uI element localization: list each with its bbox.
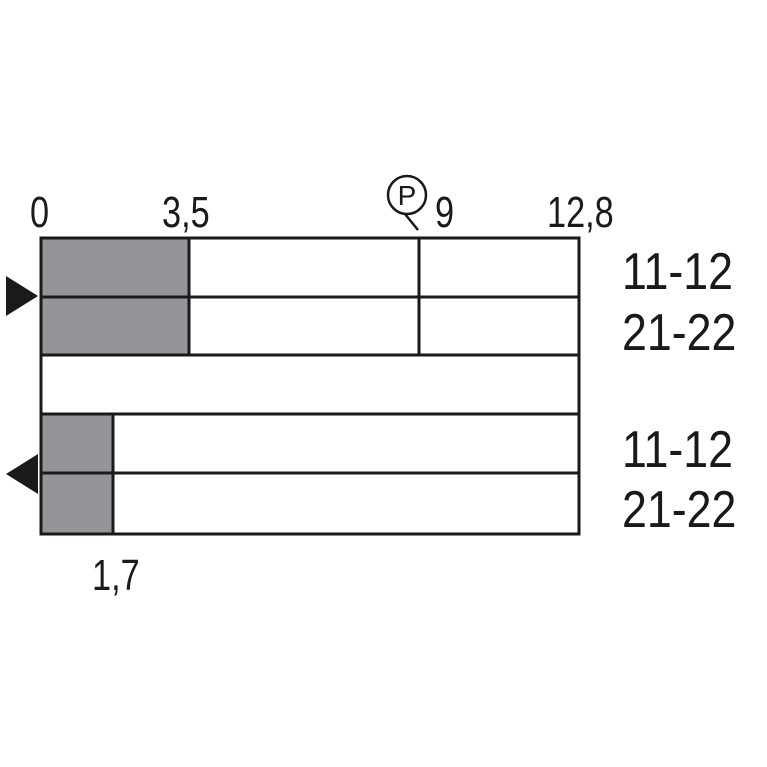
scale-label-3-5: 3,5 xyxy=(162,188,210,237)
blank-band xyxy=(39,353,581,416)
reverse-fill-row-1 xyxy=(39,412,115,475)
forward-fill-row-2 xyxy=(39,295,191,357)
p-marker-label: P xyxy=(398,180,417,211)
contact-label-forward-2: 21-22 xyxy=(622,304,736,362)
reverse-row-1 xyxy=(39,412,581,475)
scale-label-12-8: 12,8 xyxy=(547,188,614,237)
scale-label-9: 9 xyxy=(435,188,454,237)
reverse-row-2 xyxy=(39,471,581,536)
contact-label-forward-1: 11-12 xyxy=(622,243,733,301)
scale-label-0: 0 xyxy=(30,188,49,237)
bottom-scale-label: 1,7 xyxy=(92,551,140,600)
triangle-right-icon xyxy=(6,276,38,316)
p-marker-icon: P xyxy=(386,174,428,231)
contact-label-reverse-1: 11-12 xyxy=(622,421,733,479)
reverse-fill-row-2 xyxy=(39,471,115,536)
contact-label-reverse-2: 21-22 xyxy=(622,481,736,539)
triangle-left-icon xyxy=(6,454,38,494)
forward-fill-row-1 xyxy=(39,236,191,299)
